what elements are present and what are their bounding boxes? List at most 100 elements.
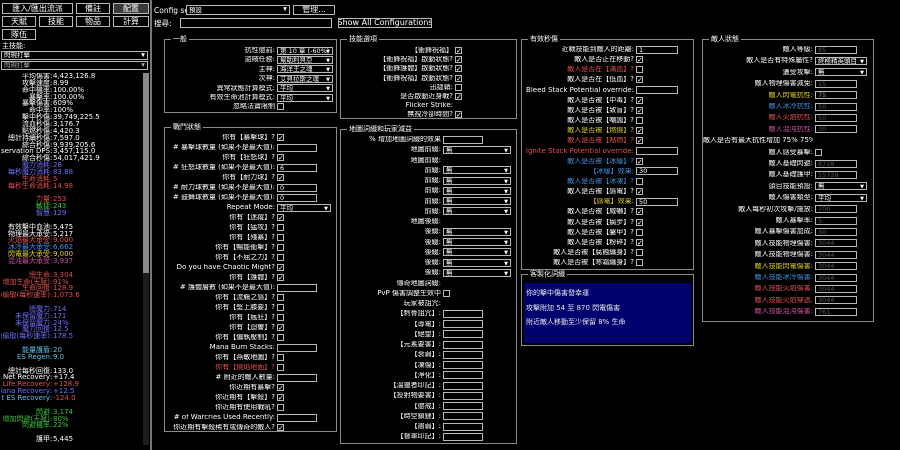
enemy-option-input[interactable]: 5 (815, 216, 857, 225)
stats-scrollbar[interactable] (143, 73, 149, 445)
main-skill-part-dropdown[interactable]: 閃現打擊▼ (1, 61, 148, 70)
enemy-option-input[interactable]: 55739 (815, 170, 857, 179)
config-tab[interactable]: 配置 (113, 3, 149, 14)
search-input[interactable] (180, 18, 332, 28)
map-option-input[interactable] (443, 361, 483, 369)
combat-option-dropdown[interactable]: 平均▼ (277, 203, 331, 212)
config-set-dropdown[interactable]: 預設▼ (186, 5, 290, 15)
map-option-dropdown[interactable]: 無▼ (443, 227, 511, 236)
effective-option-checkbox[interactable]: ✓ (636, 56, 643, 65)
effective-option-checkbox[interactable]: ✓ (636, 238, 643, 247)
enemy-option-input[interactable]: 3044 (815, 296, 857, 305)
skills-option-checkbox[interactable] (455, 83, 462, 91)
stats-scrollbar-thumb[interactable] (143, 73, 149, 273)
enemy-option-input[interactable]: 700 (815, 205, 857, 214)
map-option-input[interactable] (443, 381, 483, 390)
map-option-input[interactable] (443, 135, 483, 144)
calcs-tab[interactable]: 計算 (113, 16, 149, 27)
combat-option-checkbox[interactable]: ✓ (277, 264, 284, 272)
combat-option-checkbox[interactable] (277, 294, 284, 301)
map-option-dropdown[interactable]: 無▼ (443, 207, 511, 216)
combat-option-input[interactable] (277, 373, 317, 382)
import-export-tab[interactable]: 匯入/匯出流派 (2, 3, 73, 14)
combat-option-checkbox[interactable]: ✓ (277, 214, 284, 222)
enemy-option-input[interactable]: 30 (815, 227, 857, 236)
combat-option-checkbox[interactable]: ✓ (277, 174, 284, 182)
map-option-input[interactable] (443, 422, 483, 431)
map-option-dropdown[interactable]: 無▼ (443, 186, 511, 195)
enemy-option-input[interactable]: 8728 (815, 159, 857, 168)
effective-option-checkbox[interactable] (636, 228, 643, 236)
combat-option-checkbox[interactable] (277, 224, 284, 231)
enemy-option-checkbox[interactable] (815, 148, 822, 156)
enemy-option-input[interactable]: 75 (815, 91, 857, 100)
general-option-dropdown[interactable]: 平均▼ (277, 93, 333, 102)
effective-option-checkbox[interactable] (636, 66, 643, 74)
effective-option-checkbox[interactable]: ✓ (636, 96, 643, 105)
map-option-dropdown[interactable]: 無▼ (443, 248, 511, 257)
items-tab[interactable]: 物品 (76, 16, 110, 27)
combat-option-checkbox[interactable] (277, 334, 284, 341)
map-option-input[interactable] (443, 402, 483, 410)
combat-option-checkbox[interactable]: ✓ (277, 154, 284, 162)
map-option-dropdown[interactable]: 無▼ (443, 197, 511, 205)
enemy-option-input[interactable]: 3044 (815, 273, 857, 282)
combat-option-checkbox[interactable] (277, 254, 284, 261)
general-option-dropdown[interactable]: 海洋王之魂▼ (277, 65, 333, 74)
enemy-option-dropdown[interactable]: 無▼ (815, 68, 867, 77)
map-option-dropdown[interactable]: 無▼ (443, 145, 511, 154)
map-option-input[interactable] (443, 412, 483, 421)
notes-tab[interactable]: 備註 (76, 3, 110, 14)
main-skill-dropdown[interactable]: 閃現打擊▼ (1, 51, 148, 60)
general-option-checkbox[interactable] (277, 103, 284, 111)
enemy-option-dropdown[interactable]: 平均▼ (815, 193, 867, 202)
map-option-input[interactable] (443, 330, 483, 339)
map-option-input[interactable] (443, 350, 483, 359)
effective-option-input[interactable] (636, 86, 678, 95)
enemy-option-input[interactable]: 50 (815, 113, 857, 122)
combat-option-checkbox[interactable]: ✓ (277, 134, 284, 142)
map-option-input[interactable] (443, 320, 483, 328)
general-option-dropdown[interactable]: 第 10 章 (-60%)▼ (277, 46, 333, 55)
effective-option-checkbox[interactable]: ✓ (636, 127, 643, 136)
skills-option-checkbox[interactable]: ✓ (455, 74, 462, 83)
effective-option-input[interactable]: 1 (636, 45, 678, 54)
combat-option-input[interactable] (277, 413, 317, 422)
enemy-option-input[interactable]: 3044 (815, 284, 857, 293)
combat-option-checkbox[interactable]: ✓ (277, 274, 284, 282)
effective-option-checkbox[interactable]: ✓ (636, 106, 643, 115)
map-option-dropdown[interactable]: 無▼ (443, 268, 511, 277)
effective-option-input[interactable]: 50 (636, 197, 678, 206)
effective-option-checkbox[interactable] (636, 249, 643, 256)
enemy-option-input[interactable]: 30 (815, 125, 857, 134)
general-option-dropdown[interactable]: 幫助利貝亞▼ (277, 55, 333, 64)
map-option-input[interactable] (443, 371, 483, 380)
map-option-dropdown[interactable]: 無▼ (443, 176, 511, 185)
effective-option-checkbox[interactable]: ✓ (636, 157, 643, 166)
map-option-dropdown[interactable]: 無▼ (443, 166, 511, 175)
enemy-option-input[interactable]: 3044 (815, 239, 857, 248)
combat-option-input[interactable] (277, 343, 317, 352)
enemy-option-input[interactable]: 3044 (815, 262, 857, 271)
skills-option-checkbox[interactable]: ✓ (455, 111, 462, 120)
effective-option-checkbox[interactable]: ✓ (636, 208, 643, 217)
combat-option-checkbox[interactable]: ✓ (277, 424, 284, 432)
manage-button[interactable]: 管理... (293, 5, 335, 15)
skills-option-checkbox[interactable]: ✓ (455, 65, 462, 74)
skills-option-checkbox[interactable]: ✓ (455, 47, 462, 55)
map-option-dropdown[interactable]: 無▼ (443, 258, 511, 267)
skills-tab[interactable]: 技能 (39, 16, 73, 27)
combat-option-checkbox[interactable]: ✓ (277, 324, 284, 332)
combat-option-input[interactable] (277, 143, 317, 152)
combat-option-checkbox[interactable] (277, 354, 284, 361)
combat-option-input[interactable]: 0 (277, 193, 317, 202)
effective-option-checkbox[interactable]: ✓ (636, 188, 643, 197)
combat-option-checkbox[interactable] (277, 364, 284, 371)
enemy-option-input[interactable]: 50 (815, 102, 857, 111)
combat-option-checkbox[interactable] (277, 404, 284, 411)
combat-option-checkbox[interactable]: ✓ (277, 394, 284, 402)
enemy-option-input[interactable]: 3044 (815, 250, 857, 259)
enemy-option-dropdown[interactable]: 終極精英頭目▼ (815, 56, 867, 65)
combat-option-checkbox[interactable] (277, 314, 284, 321)
effective-option-input[interactable]: 30 (636, 167, 678, 176)
